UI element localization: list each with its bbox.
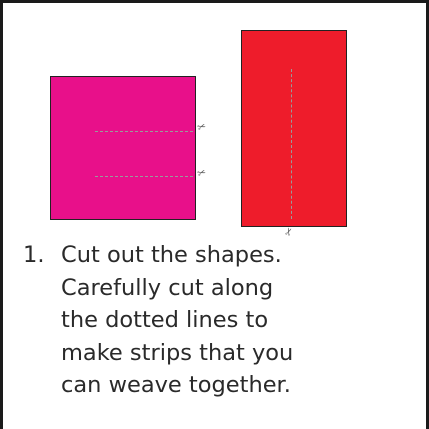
step-text-line: Cut out the shapes.: [61, 242, 282, 268]
cut-line-bottom: [95, 176, 193, 177]
step-number: 1.: [23, 242, 45, 268]
scissors-icon: ✂: [283, 226, 297, 238]
cut-line-vertical: [291, 69, 292, 219]
red-rectangle-shape: [241, 30, 347, 227]
scissors-icon: ✂: [196, 120, 208, 135]
scissors-icon: ✂: [196, 166, 208, 181]
step-text-line: the dotted lines to: [61, 307, 269, 333]
step-text-line: can weave together.: [61, 372, 291, 398]
step-text: Cut out the shapes. Carefully cut along …: [61, 239, 421, 402]
step-text-line: make strips that you: [61, 339, 294, 366]
magenta-square-shape: [50, 76, 196, 220]
cut-line-top: [95, 131, 193, 132]
step-text-line: Carefully cut along: [61, 274, 274, 301]
